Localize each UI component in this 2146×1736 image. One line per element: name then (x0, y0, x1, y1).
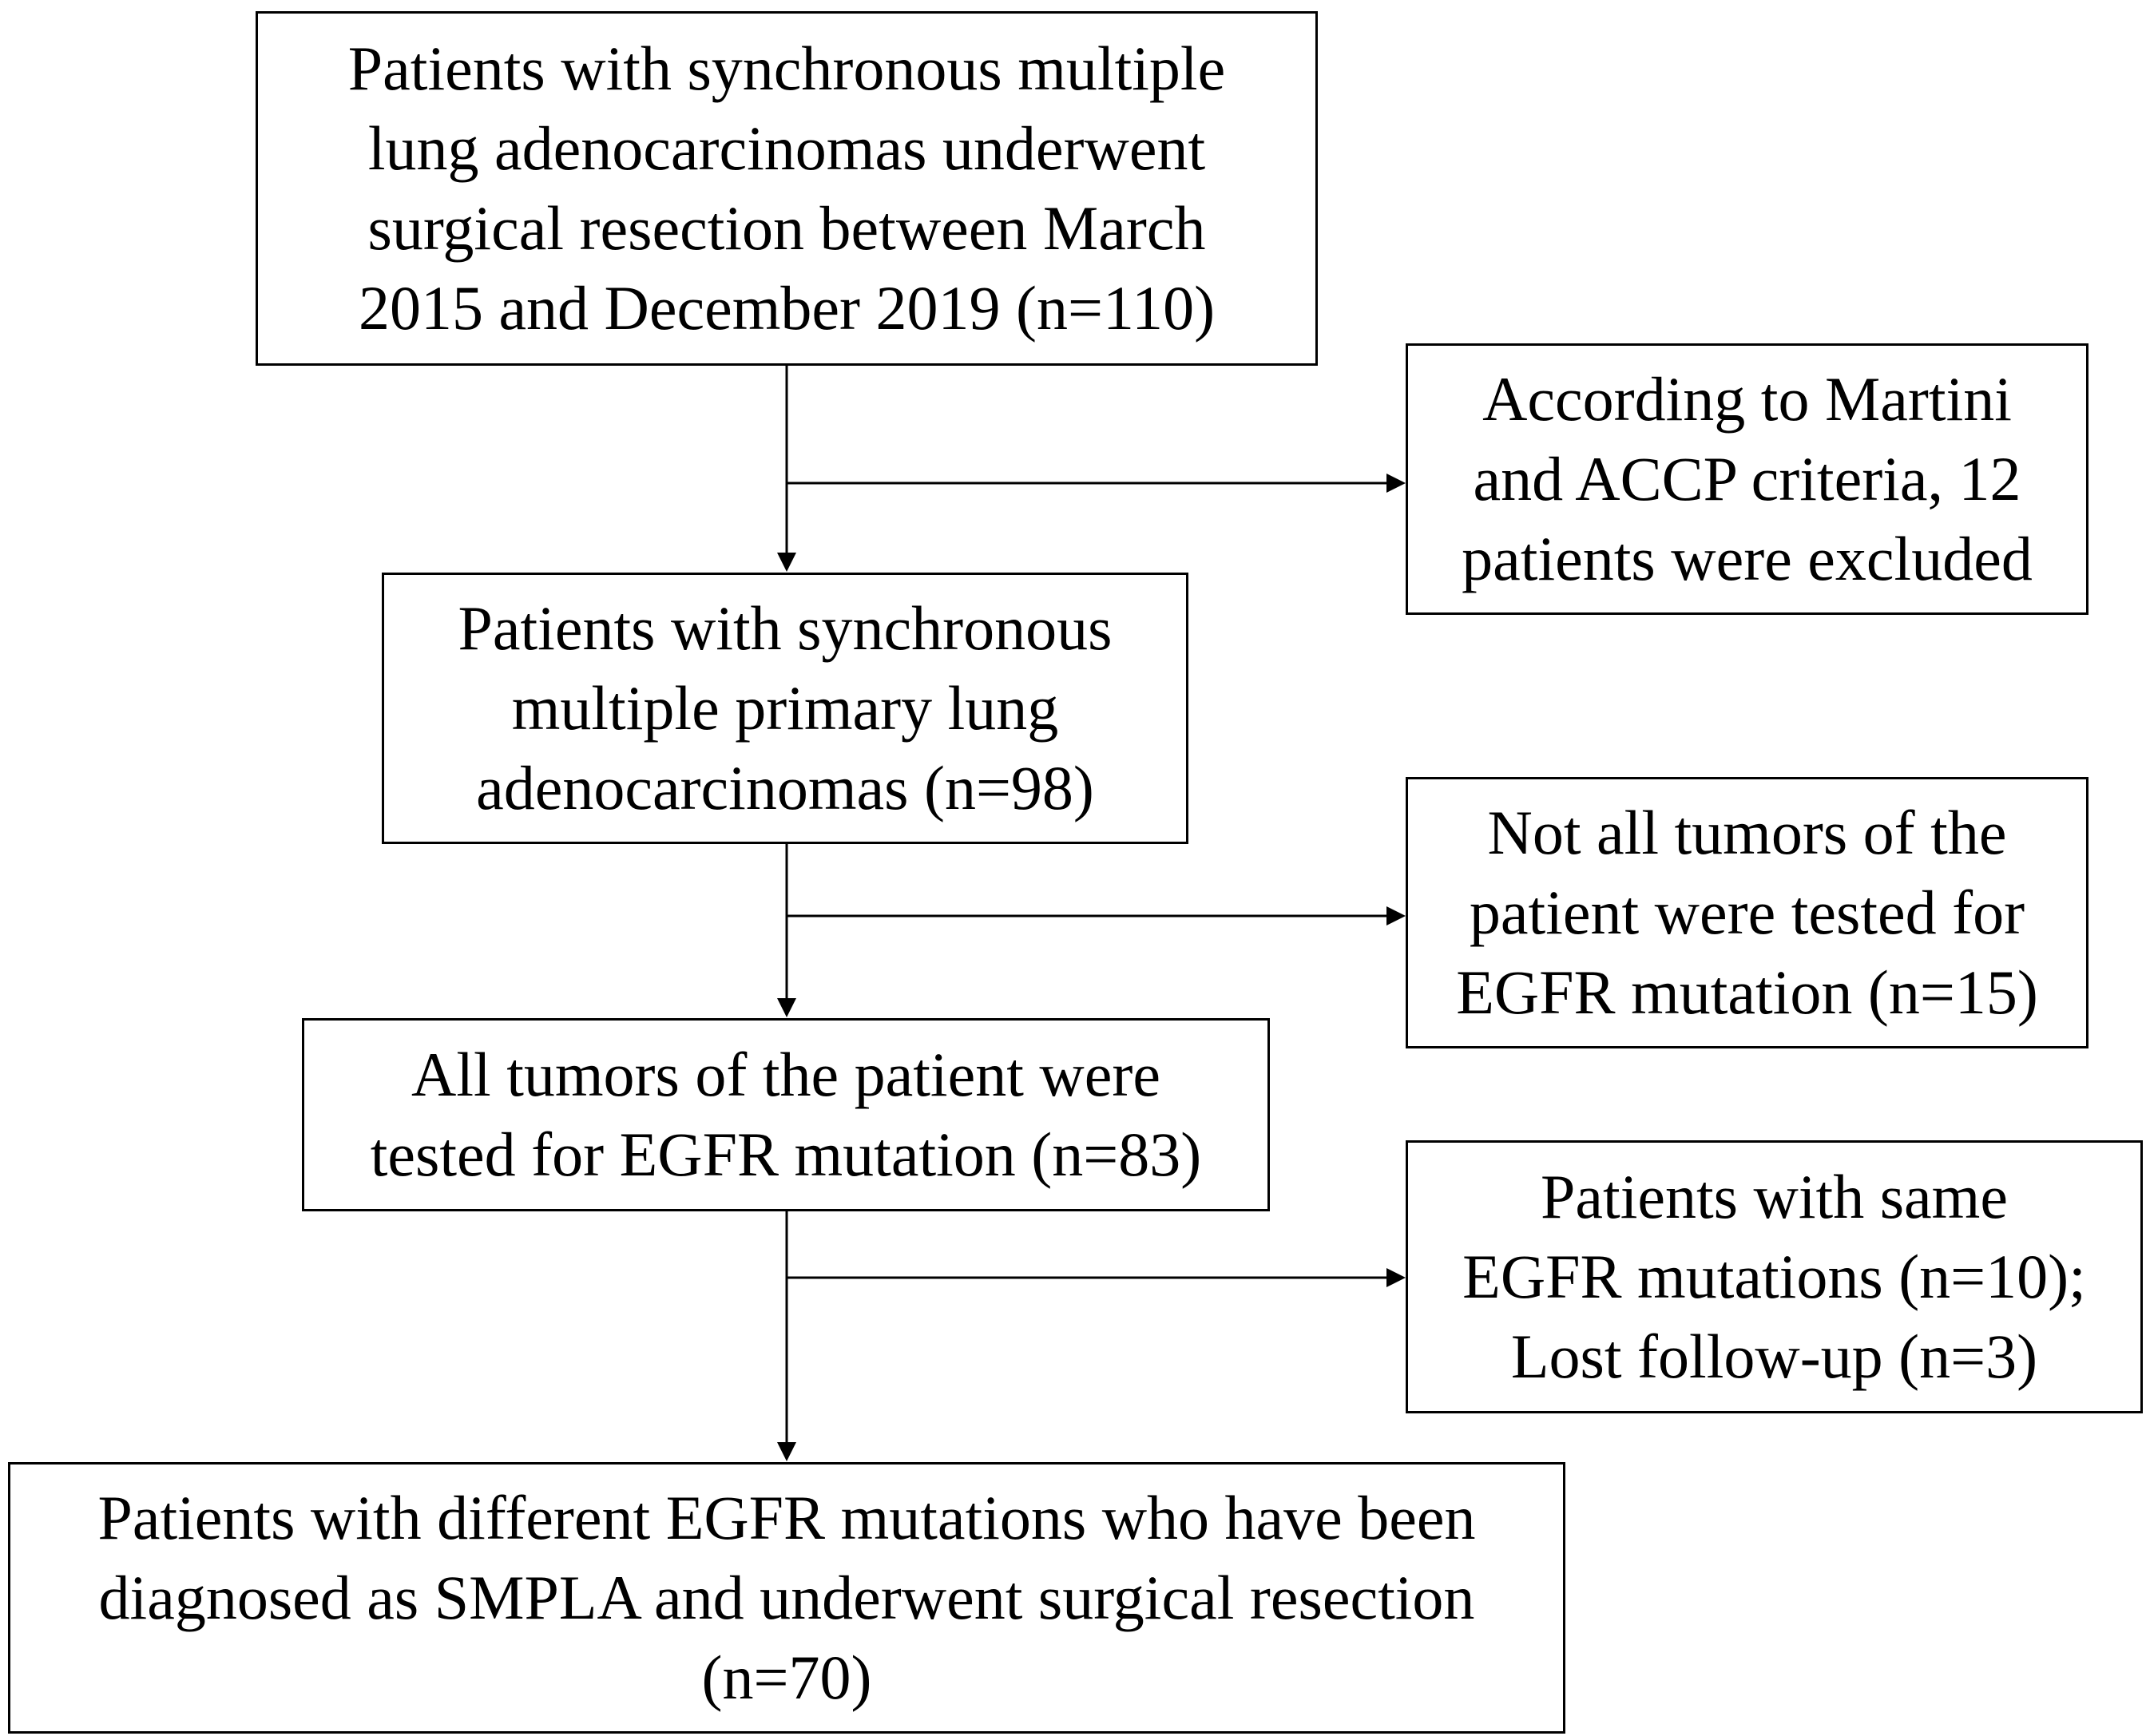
box-exclusion-2-text: Not all tumors of the patient were teste… (1456, 793, 2038, 1032)
box-step-3-line: tested for EGFR mutation (n=83) (370, 1120, 1202, 1189)
box-step-2-line: multiple primary lung (511, 673, 1059, 743)
box-step-2-line: adenocarcinomas (n=98) (476, 753, 1094, 822)
box-exclusion-3-line: Lost follow-up (n=3) (1510, 1322, 2038, 1391)
box-exclusion-3-line: EGFR mutations (n=10); (1462, 1242, 2086, 1311)
box-step-3-line: All tumors of the patient were (411, 1040, 1160, 1109)
box-final-line: diagnosed as SMPLA and underwent surgica… (98, 1563, 1475, 1632)
box-step-3: All tumors of the patient were tested fo… (302, 1018, 1270, 1211)
box-exclusion-3-line: Patients with same (1541, 1162, 2008, 1231)
box-exclusion-2-line: patient were tested for (1469, 878, 2025, 947)
arrowhead-exclusion2 (1386, 906, 1406, 925)
box-step-2-line: Patients with synchronous (458, 593, 1113, 663)
box-start-line: surgical resection between March (367, 193, 1206, 263)
box-final-line: (n=70) (701, 1643, 872, 1712)
box-final: Patients with different EGFR mutations w… (8, 1462, 1565, 1734)
box-exclusion-1-text: According to Martini and ACCP criteria, … (1462, 359, 2033, 599)
box-exclusion-1-line: and ACCP criteria, 12 (1473, 444, 2021, 513)
box-exclusion-1: According to Martini and ACCP criteria, … (1406, 343, 2088, 615)
box-start-text: Patients with synchronous multiple lung … (348, 29, 1225, 348)
arrowhead-exclusion3 (1386, 1268, 1406, 1287)
arrowhead-step2 (777, 553, 796, 572)
box-exclusion-3-text: Patients with same EGFR mutations (n=10)… (1462, 1157, 2086, 1397)
box-start: Patients with synchronous multiple lung … (256, 11, 1318, 366)
arrowhead-step3 (777, 998, 796, 1017)
box-final-line: Patients with different EGFR mutations w… (97, 1483, 1476, 1552)
box-exclusion-2: Not all tumors of the patient were teste… (1406, 777, 2088, 1048)
box-step-2-text: Patients with synchronous multiple prima… (458, 589, 1113, 828)
arrowhead-exclusion1 (1386, 474, 1406, 493)
box-start-line: Patients with synchronous multiple (347, 34, 1226, 103)
box-exclusion-1-line: patients were excluded (1462, 524, 2033, 593)
box-final-text: Patients with different EGFR mutations w… (97, 1478, 1475, 1718)
box-start-line: 2015 and December 2019 (n=110) (358, 273, 1216, 343)
arrowhead-final (777, 1442, 796, 1461)
box-step-3-text: All tumors of the patient were tested fo… (371, 1035, 1202, 1195)
box-exclusion-2-line: Not all tumors of the (1487, 798, 2007, 867)
box-start-line: lung adenocarcinomas underwent (367, 113, 1206, 183)
box-exclusion-1-line: According to Martini (1482, 364, 2012, 434)
box-exclusion-3: Patients with same EGFR mutations (n=10)… (1406, 1140, 2143, 1413)
box-exclusion-2-line: EGFR mutation (n=15) (1456, 957, 2038, 1027)
box-step-2: Patients with synchronous multiple prima… (382, 573, 1188, 844)
